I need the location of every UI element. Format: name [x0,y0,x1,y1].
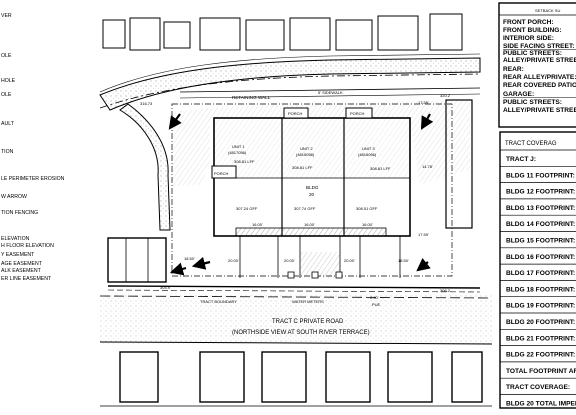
legend-item: OLE [1,92,12,98]
retaining-wall-label: RETAINING WALL [232,95,271,100]
legend-item: W ARROW [1,194,27,200]
setback-rows: FRONT PORCH:FRONT BUILDING:INTERIOR SIDE… [503,19,576,114]
upper-road [99,53,481,111]
coverage-rows: TRACT J: BLDG 11 FOOTPRINT: BLDG 12 FOOTPR… [500,149,576,408]
legend-item: ELEVATION [1,236,30,242]
dimension-label: 16.00' [304,222,315,227]
coverage-row-label: BLDG 21 FOOTPRINT: [506,335,575,342]
setback-row-label: PUBLIC STREETS: [503,50,562,57]
coverage-row-label: BLDG 20 FOOTPRINT: [506,319,575,326]
legend-item: OLE [1,53,12,59]
dimension-label: 18.50' [398,258,409,263]
setback-title: SETBACK SU [535,8,560,13]
legend-item: TION FENCING [1,210,38,216]
coverage-title: TRACT COVERAG [505,141,557,147]
coverage-row-label: BLDG 19 FOOTPRINT: [506,303,575,310]
unit-address: (4816056) [358,152,377,157]
porch-label: PORCH [214,171,229,176]
elevation-label: 306.2 [440,288,451,293]
coverage-row-label: TRACT J: [506,156,536,163]
unit-floor-elevation: 308.81 LFF [234,159,255,164]
building-label: BLDG [306,185,319,190]
coverage-row-label: BLDG 18 FOOTPRINT: [506,286,575,293]
unit-name: UNIT 3 [362,146,375,151]
dimension-label: 20.00' [228,258,239,263]
legend-item: H FLOOR ELEVATION [1,243,54,249]
tract-boundary-label: TRACT BOUNDARY [200,299,237,304]
setback-row-label: REAR COVERED PATIO: [503,82,576,89]
coverage-row-label: BLDG 16 FOOTPRINT: [506,254,575,261]
unit-floor-elevation: 308.81 LFF [292,165,313,170]
road-title: TRACT C PRIVATE ROAD [272,319,344,325]
coverage-row-label: BLDG 11 FOOTPRINT: [506,172,575,179]
road-subtitle: (NORTHSIDE VIEW AT SOUTH RIVER TERRACE) [232,330,370,336]
legend-item: ER LINE EASEMENT [1,276,52,282]
garage-floor-elevation: 308.51 GFF [356,206,378,211]
sidewalk-label: 5' SIDEWALK [318,90,343,95]
dimension-label: 18.50' [184,256,195,261]
dimension-label: 20.00' [284,258,295,263]
setback-row-label: FRONT PORCH: [503,19,554,26]
setback-row-label: FRONT BUILDING: [503,27,562,34]
water-meters-label: WATER METERS [292,299,324,304]
coverage-row-label: BLDG 14 FOOTPRINT: [506,221,575,228]
elevation-label: 316.73 [140,101,153,106]
setback-row-label: ALLEY/PRIVATE STREETS: [503,107,576,114]
dimension-label: 14.78' [422,164,433,169]
legend: VER OLE HOLE OLE AULT TION LE PERIMETER … [1,13,65,282]
dimension-label: 17.59' [418,100,429,105]
garage-building [107,237,167,283]
dimension-label: 2.50' [370,295,379,300]
coverage-row-label: BLDG 20 TOTAL IMPERVI [506,401,576,408]
setback-row-label: REAR: [503,66,524,73]
setback-row-label: SIDE FACING STREET: [503,43,574,50]
coverage-row-label: BLDG 17 FOOTPRINT: [506,270,575,277]
flow-arrows [168,113,434,276]
garage-floor-elevation: 307.74 GFF [294,206,316,211]
setback-row-label: REAR ALLEY/PRIVATE: [503,74,576,81]
unit-address: (4817056) [228,150,247,155]
water-meters [287,271,343,279]
porch-label: PORCH [350,111,365,116]
legend-item: Y EASEMENT [1,252,35,258]
elevation-label: 304.9 [160,285,171,290]
coverage-row-label: BLDG 12 FOOTPRINT: [506,189,575,196]
building-number: 20 [309,192,315,197]
dimension-label: 17.59' [418,232,429,237]
legend-item: VER [1,13,12,19]
unit-address: (4815056) [296,152,315,157]
setback-row-label: INTERIOR SIDE: [503,35,554,42]
coverage-row-label: BLDG 15 FOOTPRINT: [506,238,575,245]
porch-label: PORCH [288,111,303,116]
unit-name: UNIT 1 [232,144,245,149]
elevation-label: 320.2 [440,93,451,98]
private-road [99,294,493,345]
setback-summary: SETBACK SU [498,2,576,128]
legend-item: LE PERIMETER EROSION [1,176,65,182]
building-20 [211,107,411,237]
dimension-label: 20.00' [344,258,355,263]
coverage-row-label: TRACT COVERAGE: [506,384,570,391]
setback-row-label: GARAGE: [503,91,534,98]
retaining-wall-path [119,103,171,231]
coverage-row-label: TOTAL FOOTPRINT AR [506,368,576,375]
garage-floor-elevation: 307.24 GFF [236,206,258,211]
legend-item: ALK EASEMENT [1,268,42,274]
unit-floor-elevation: 308.81 LFF [370,166,391,171]
dimension-label: 16.00' [252,222,263,227]
plan-area: RETAINING WALL 5' SIDEWALK PORCH PORCH P… [99,13,493,407]
coverage-row-label: BLDG 22 FOOTPRINT: [506,352,575,359]
setback-row-label: ALLEY/PRIVATE STREETS: [503,57,576,64]
pue-label: PUE [372,302,381,307]
coverage-row-label: BLDG 13 FOOTPRINT: [506,205,575,212]
legend-item: AULT [1,121,15,127]
unit-name: UNIT 2 [300,146,313,151]
legend-item: TION [1,149,14,155]
dimension-label: 16.00' [362,222,373,227]
legend-item: HOLE [1,78,16,84]
setback-row-label: PUBLIC STREETS: [503,99,562,106]
legend-item: AGE EASEMENT [1,261,43,267]
